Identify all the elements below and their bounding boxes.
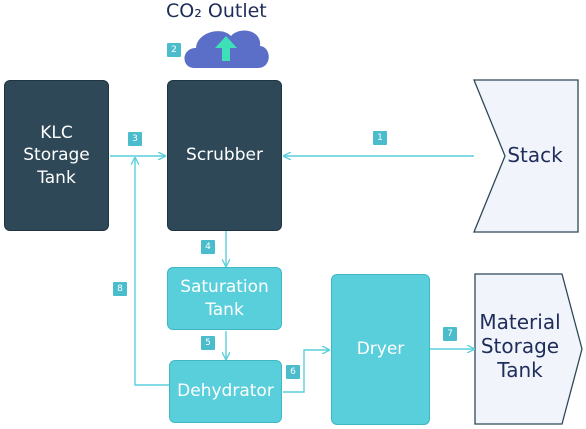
material-storage-shape	[474, 273, 583, 425]
arrow-dehydrator-to-scrubber-return	[135, 158, 169, 386]
scrubber: Scrubber	[167, 80, 282, 231]
badge-6: 6	[286, 365, 300, 379]
badge-2: 2	[167, 43, 181, 57]
material-storage-label: Material Storage Tank	[479, 310, 561, 382]
dehydrator: Dehydrator	[169, 360, 282, 423]
badge-8: 8	[113, 282, 127, 296]
stack-label: Stack	[507, 143, 563, 167]
badge-1: 1	[373, 131, 387, 145]
arrow-dehydrator-to-dryer	[283, 350, 329, 393]
stack-shape	[473, 79, 579, 233]
badge-5: 5	[201, 336, 215, 350]
saturation-tank: Saturation Tank	[167, 267, 282, 330]
klc-storage-tank: KLC Storage Tank	[4, 80, 109, 231]
badge-3: 3	[128, 132, 142, 146]
badge-4: 4	[201, 240, 215, 254]
cloud-upload-icon	[184, 30, 269, 68]
co2-outlet-title: CO₂ Outlet	[166, 0, 267, 22]
dryer: Dryer	[331, 274, 430, 425]
badge-7: 7	[443, 327, 457, 341]
